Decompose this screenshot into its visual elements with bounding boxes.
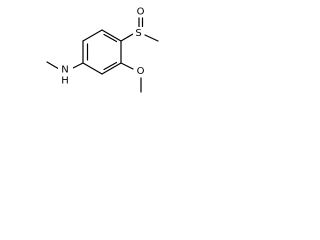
bond-nitrogen-to-methyl	[46, 61, 60, 70]
ring-double-bond-inner-2	[103, 33, 118, 43]
atom-label-n: N	[61, 65, 68, 76]
atom-label-o-sulfoxide: O	[137, 7, 145, 18]
atom-oxygen-sulfoxide: O	[135, 6, 146, 18]
ring-bond-c3-c4	[101, 29, 122, 42]
ring-double-bond-inner-3	[103, 61, 118, 71]
atom-nitrogen-amine: N H	[58, 63, 73, 87]
bond-sulfur-to-methyl	[144, 34, 159, 42]
atom-label-h: H	[61, 76, 69, 87]
bond-ring-to-sulfur	[120, 33, 134, 42]
atom-oxygen-methoxy: O	[135, 65, 146, 77]
chemical-structure-diagram: O S O N H	[46, 6, 159, 93]
bond-ring-to-methoxy-oxygen	[120, 62, 134, 70]
ring-bond-c5-c6	[101, 62, 122, 75]
atom-label-o-methoxy: O	[137, 66, 145, 77]
ring-bond-c6-c1	[82, 62, 103, 75]
atom-label-s: S	[135, 28, 141, 39]
ring-bond-c2-c3	[82, 29, 103, 42]
atom-sulfur: S	[133, 27, 144, 39]
benzene-ring	[82, 29, 122, 75]
